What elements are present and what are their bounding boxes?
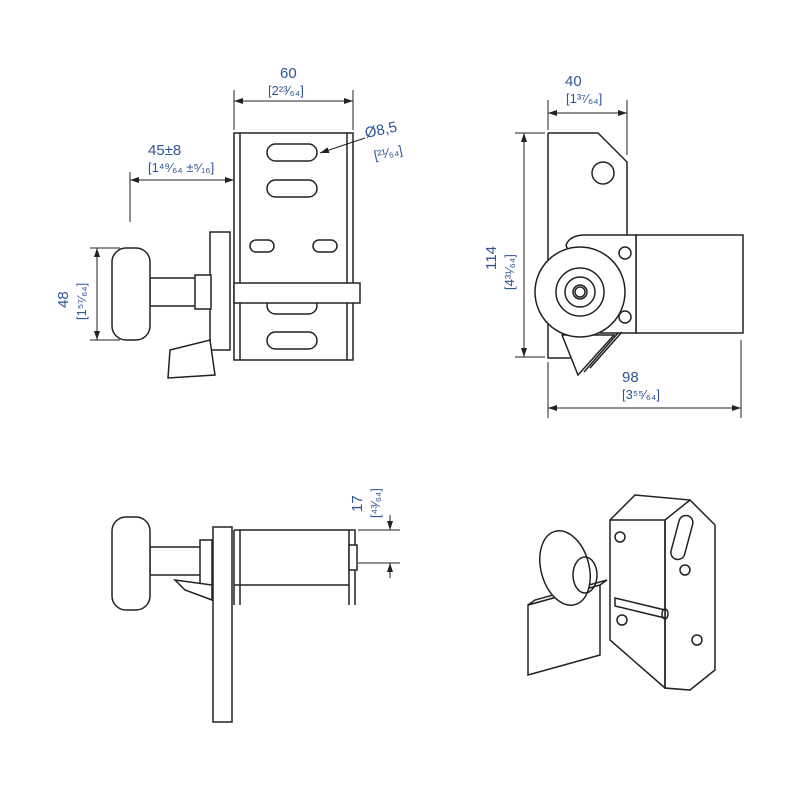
dim-17-mm: 17 bbox=[349, 495, 366, 512]
front-view: 60 [2²³⁄₆₄] 45±8 [1⁴⁹⁄₆₄ ±⁵⁄₁₆] Ø8,5 [²¹… bbox=[55, 65, 404, 379]
dim-17-inch: [⁴³⁄₆₄] bbox=[368, 488, 383, 518]
dim-hole-mm: Ø8,5 bbox=[363, 119, 398, 142]
dim-60-mm: 60 bbox=[280, 65, 297, 82]
side-view: 40 [1³⁷⁄₆₄] 114 [4³¹⁄₆₄] 98 [3⁵⁵⁄₆₄] bbox=[483, 73, 744, 418]
isometric-view bbox=[527, 494, 716, 691]
dim-40-mm: 40 bbox=[565, 73, 582, 90]
dim-45-inch: [1⁴⁹⁄₆₄ ±⁵⁄₁₆] bbox=[148, 160, 214, 175]
dim-60-inch: [2²³⁄₆₄] bbox=[268, 83, 304, 98]
dim-98-mm: 98 bbox=[622, 369, 639, 386]
dim-114-inch: [4³¹⁄₆₄] bbox=[502, 254, 517, 290]
dim-114-mm: 114 bbox=[483, 246, 500, 270]
dim-45-mm: 45±8 bbox=[148, 142, 181, 159]
dim-98-inch: [3⁵⁵⁄₆₄] bbox=[622, 387, 660, 402]
dim-40-inch: [1³⁷⁄₆₄] bbox=[566, 91, 602, 106]
dim-48-inch: [1⁵⁷⁄₆₄] bbox=[74, 283, 89, 320]
dim-hole-inch: [²¹⁄₆₄] bbox=[373, 142, 404, 163]
top-view: 17 [⁴³⁄₆₄] bbox=[111, 488, 400, 723]
dim-48-mm: 48 bbox=[55, 291, 72, 308]
